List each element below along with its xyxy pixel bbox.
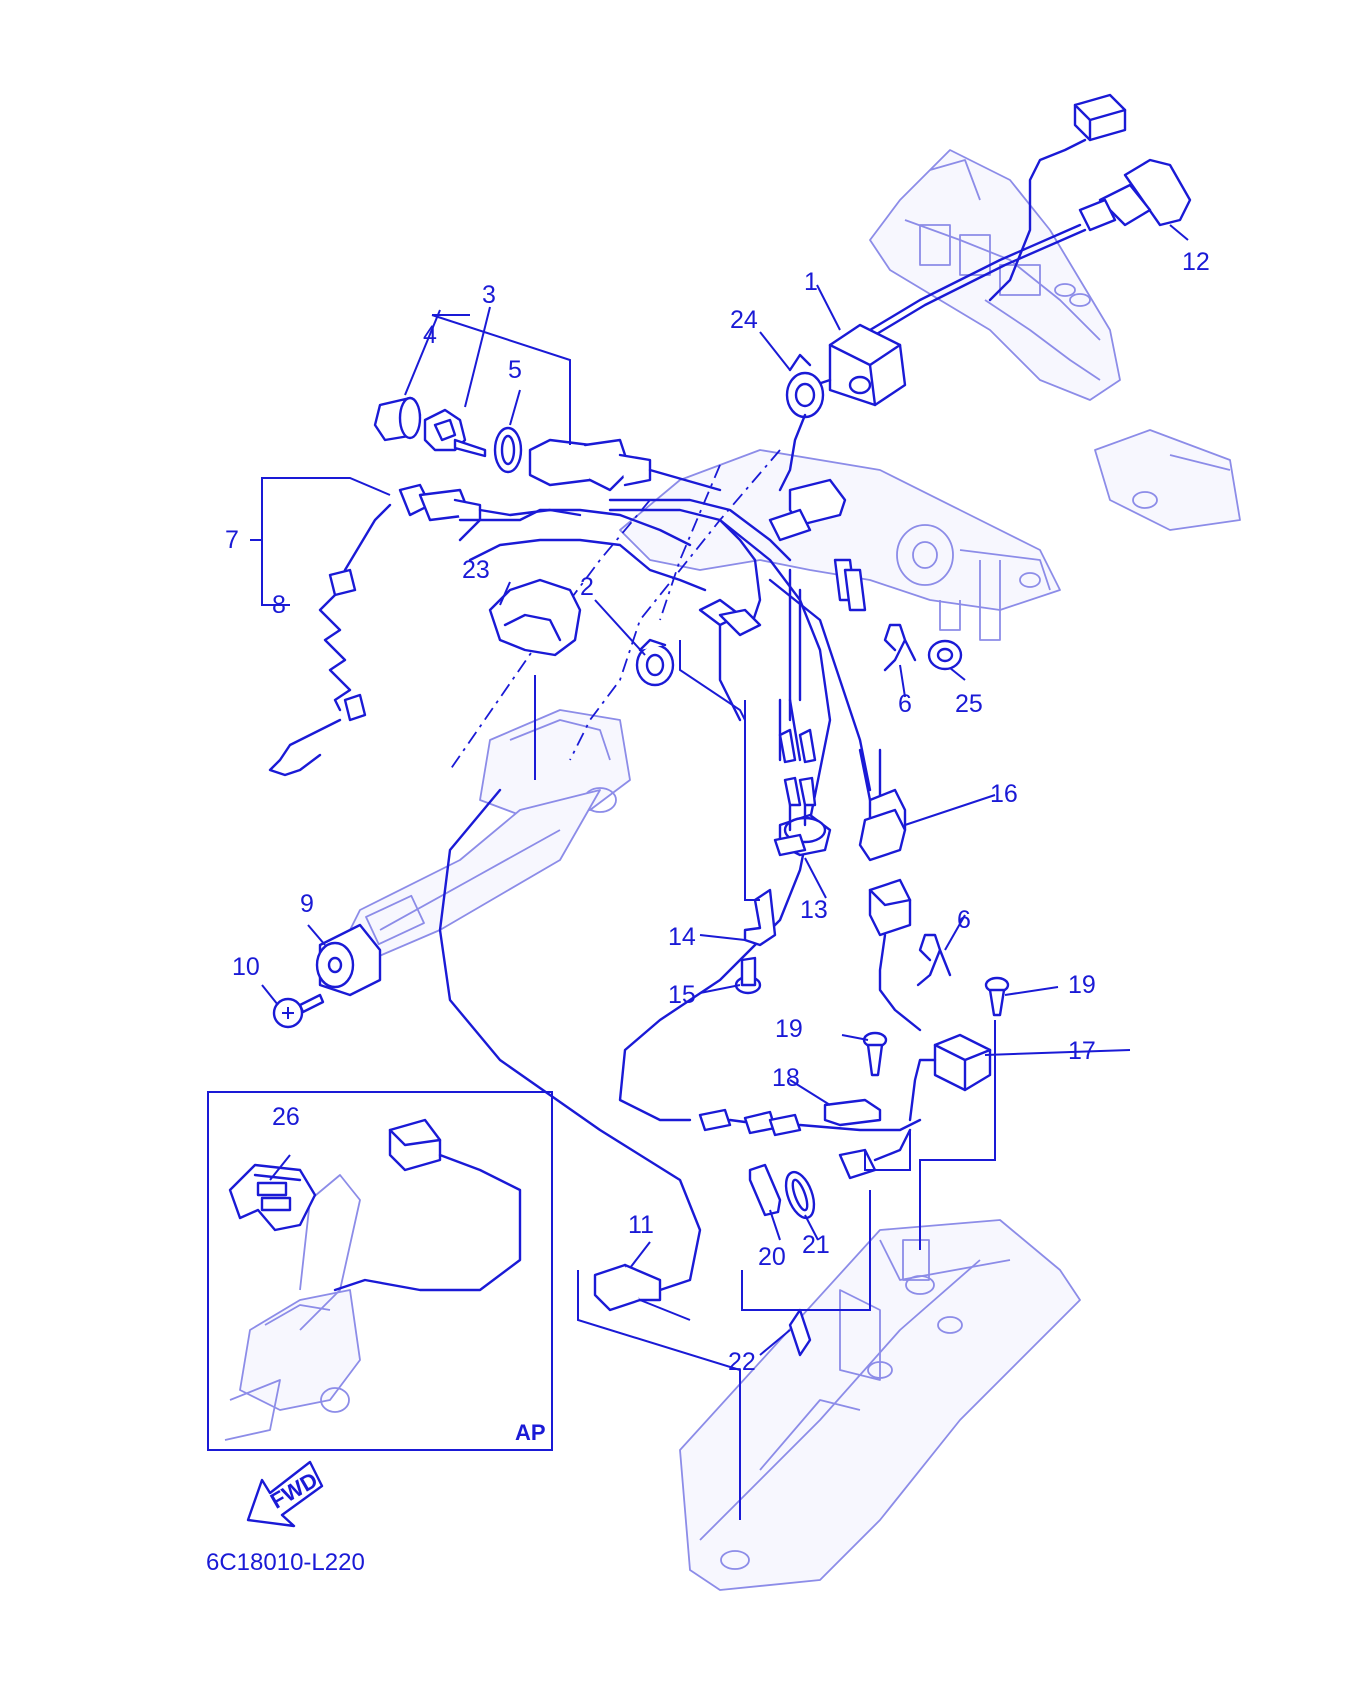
callout-16: 16 [990,780,1018,808]
part-2-grommet [635,638,675,687]
callout-4: 4 [423,321,437,349]
harness-connectors-lower [698,1108,922,1180]
callout-5: 5 [508,356,522,384]
leader-lines [250,224,1189,1520]
inset-switch-cover [228,1163,317,1232]
part-6-clip-upper [883,623,917,672]
callout-26: 26 [272,1103,300,1131]
inset-label: AP [515,1420,546,1445]
callout-10: 10 [232,953,260,981]
callout-labels: 1 2 3 4 5 6 6 7 8 9 10 11 12 13 14 15 16… [225,248,1210,1376]
inset-box [207,1091,553,1451]
part-15-bolt [734,956,762,995]
callout-3: 3 [482,281,496,309]
ghost-steering-block [1094,429,1241,531]
part-14-bracket [743,888,777,947]
main-harness [438,498,882,1292]
callout-20: 20 [758,1243,786,1271]
part-22-label [788,1308,812,1357]
callout-25: 25 [955,690,983,718]
callout-21: 21 [802,1231,830,1259]
part-3-key [423,408,487,458]
callout-7: 7 [225,526,239,554]
callout-9: 9 [300,890,314,918]
ghost-steering-handle-housing [619,449,1061,641]
callout-18: 18 [772,1064,800,1092]
part-4-cap [373,396,422,442]
part-17-relay [908,1033,992,1122]
callout-1: 1 [804,268,818,296]
inset-tiller-ghost [224,1174,361,1441]
callout-6-upper: 6 [898,690,912,718]
part-23-cover [488,578,582,657]
part-21-seal [784,1170,816,1220]
callout-22: 22 [728,1348,756,1376]
part-13-buzzer [773,728,832,857]
callout-17: 17 [1068,1037,1096,1065]
part-16-mating-connector [868,878,922,1032]
callout-23: 23 [462,556,490,584]
callout-8: 8 [272,591,286,619]
ghost-engine-bracket [869,149,1121,401]
part-24-clip [778,353,825,492]
part-11-connector [593,1263,662,1312]
callout-6-lower: 6 [957,906,971,934]
callout-19-left: 19 [775,1015,803,1043]
ghost-bottom-cowling [679,1219,1081,1591]
part-7-stop-switch [398,483,582,522]
callout-12: 12 [1182,248,1210,276]
ghost-tiller-handle [339,709,631,961]
part-8-lanyard [268,503,392,777]
part-5-ring [493,426,523,474]
part-18-bracket [823,1098,882,1127]
callout-14: 14 [668,923,696,951]
inset-connector [333,1118,522,1292]
harness-connectors-upper [698,478,867,637]
part-19-screw-right [984,976,1010,1017]
callout-19-right: 19 [1068,971,1096,999]
part-25-nut [927,639,963,671]
part-9-grip-end [315,923,382,997]
part-6-clip-lower [916,933,952,987]
part-10-screw [272,993,325,1029]
part-16-connector [858,788,907,862]
callout-13: 13 [800,896,828,924]
callout-2: 2 [580,573,594,601]
callout-24: 24 [730,306,758,334]
callout-15: 15 [668,981,696,1009]
callout-11: 11 [628,1211,654,1239]
part-1-switch [788,323,907,407]
part-20-seal [748,1163,782,1217]
fwd-arrow-icon [246,1460,324,1528]
key-switch-body [528,438,722,492]
part-12-connector [868,93,1192,337]
drawing-code: 6C18010-L220 [206,1549,365,1576]
